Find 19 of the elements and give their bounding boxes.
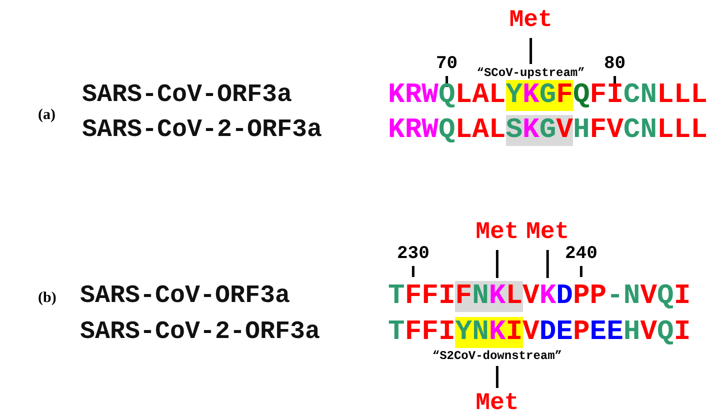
sequence-name: SARS-CoV-ORF3a <box>80 281 290 310</box>
site-label: Met <box>526 218 570 246</box>
amino-acid-sequence: KRWQLALSKGVHFVCNLLL <box>388 115 708 147</box>
position-number: 70 <box>436 54 458 74</box>
sequence-name: SARS-CoV-ORF3a <box>82 80 292 109</box>
amino-acid-sequence: TFFIFNKLVKDPP-NVQI <box>388 281 691 313</box>
sequence-name: SARS-CoV-2-ORF3a <box>82 115 322 144</box>
sequence-name: SARS-CoV-2-ORF3a <box>80 317 320 346</box>
panel-label: (a) <box>38 107 56 124</box>
amino-acid-sequence: KRWQLALYKGFQFICNLLL <box>388 80 708 112</box>
position-number: 240 <box>564 244 598 264</box>
position-number: 80 <box>604 54 626 74</box>
position-number: 230 <box>396 244 430 264</box>
site-annotation: “S2CoV-downstream” <box>432 349 562 363</box>
site-label: Met <box>476 218 519 248</box>
site-label: Met <box>509 6 552 36</box>
site-annotation: “SCoV-upstream” <box>476 66 585 80</box>
panel-label: (b) <box>38 290 56 307</box>
site-label: Met <box>476 389 519 419</box>
